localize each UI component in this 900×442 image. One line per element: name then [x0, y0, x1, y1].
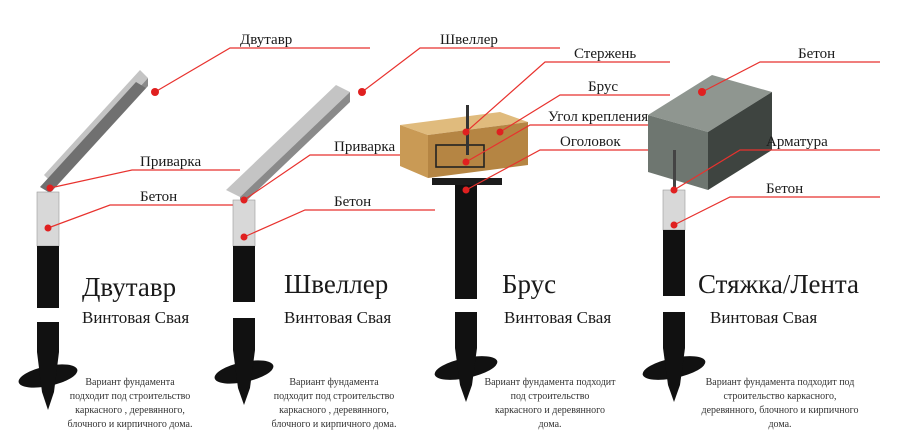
- dot-concrete-4: [670, 221, 678, 229]
- label-angle: Угол крепления: [548, 109, 648, 125]
- dot-concrete-2: [240, 233, 248, 241]
- label-weld-1: Приварка: [140, 154, 201, 170]
- label-rebar: Арматура: [766, 134, 828, 150]
- label-concrete-2: Бетон: [334, 194, 371, 210]
- leader-cap: [465, 149, 670, 191]
- rebar: [673, 150, 676, 200]
- pile-tip-4: [663, 348, 685, 402]
- channel-side: [240, 92, 350, 207]
- concrete-fill-1: [36, 191, 60, 247]
- pile-shaft-1: [37, 246, 59, 308]
- subtitle-2: Винтовая Свая: [284, 308, 391, 327]
- leader-block-concrete: [701, 61, 880, 93]
- desc-4-line-1: Вариант фундамента подходит под: [706, 377, 855, 388]
- pile-screw-shaft-1: [37, 322, 59, 352]
- column-timber: Стержень Брус Угол крепления Оголовок Бр…: [400, 46, 670, 430]
- dot-weld-1: [46, 184, 54, 192]
- leader-concrete-2: [243, 209, 435, 238]
- pile-shaft-2: [233, 246, 255, 302]
- label-block-concrete: Бетон: [798, 46, 835, 62]
- desc-1-line-1: Вариант фундамента: [85, 377, 175, 388]
- desc-2-line-1: Вариант фундамента: [289, 377, 379, 388]
- desc-1-line-3: каркасного , деревянного,: [75, 405, 185, 416]
- leader-angle: [465, 124, 670, 163]
- timber-side: [428, 122, 528, 178]
- desc-2-line-4: блочного и кирпичного дома.: [272, 419, 397, 430]
- concrete-block-front: [648, 115, 708, 190]
- dot-timber: [496, 128, 504, 136]
- pile-shaft-4: [663, 230, 685, 296]
- dot-i-beam: [151, 88, 159, 96]
- subtitle-4: Винтовая Свая: [710, 308, 817, 327]
- dot-rod: [462, 128, 470, 136]
- desc-4-line-3: деревянного, блочного и кирпичного: [701, 405, 858, 416]
- timber-end: [400, 125, 428, 178]
- label-concrete-1: Бетон: [140, 189, 177, 205]
- desc-3-line-4: дома.: [538, 419, 561, 430]
- i-beam-bottom-flange: [40, 82, 146, 193]
- dot-weld-2: [240, 196, 248, 204]
- dot-angle: [462, 158, 470, 166]
- label-cap: Оголовок: [560, 134, 621, 150]
- label-channel: Швеллер: [440, 32, 498, 48]
- subtitle-3: Винтовая Свая: [504, 308, 611, 327]
- concrete-block-top: [648, 75, 772, 132]
- leader-timber: [499, 94, 670, 133]
- pile-screw-shaft-3: [455, 312, 477, 348]
- desc-1-line-2: подходит под строительство: [70, 391, 191, 402]
- subtitle-1: Винтовая Свая: [82, 308, 189, 327]
- pile-screw-shaft-2: [233, 318, 255, 350]
- leader-rod: [465, 61, 670, 133]
- pile-tip-3: [455, 348, 477, 402]
- dot-cap: [462, 186, 470, 194]
- dot-block-concrete: [698, 88, 706, 96]
- title-timber: Брус: [502, 269, 556, 299]
- desc-3-line-2: под строительство: [511, 391, 590, 402]
- leader-i-beam: [154, 47, 370, 93]
- dot-concrete-1: [44, 224, 52, 232]
- leader-channel: [361, 47, 560, 93]
- pile-tip-1: [37, 352, 59, 410]
- dot-rebar: [670, 186, 678, 194]
- pile-tip-2: [233, 350, 255, 405]
- desc-4-line-2: строительство каркасного,: [723, 391, 836, 402]
- pile-screw-shaft-4: [663, 312, 685, 348]
- desc-2-line-2: подходит под строительство: [274, 391, 395, 402]
- column-i-beam: Двутавр Приварка Бетон Двутавр Винтовая …: [18, 32, 370, 430]
- desc-3-line-3: каркасного и деревянного: [495, 405, 605, 416]
- pile-shaft-3: [455, 185, 477, 299]
- desc-3-line-1: Вариант фундамента подходит: [484, 377, 616, 388]
- label-concrete-4: Бетон: [766, 181, 803, 197]
- desc-1-line-4: блочного и кирпичного дома.: [68, 419, 193, 430]
- label-weld-2: Приварка: [334, 139, 395, 155]
- leader-concrete-1: [47, 204, 240, 229]
- column-channel: Швеллер Приварка Бетон Швеллер Винтовая …: [214, 32, 560, 430]
- timber-top: [400, 112, 528, 135]
- label-i-beam: Двутавр: [240, 32, 292, 48]
- mounting-bracket: [435, 144, 485, 168]
- column-screed: Бетон Арматура Бетон Стяжка/Лента Винтов…: [642, 46, 880, 430]
- channel-top: [226, 85, 350, 197]
- title-i-beam: Двутавр: [82, 272, 176, 302]
- title-screed: Стяжка/Лента: [698, 269, 859, 299]
- label-rod: Стержень: [574, 46, 636, 62]
- concrete-block-side: [708, 92, 772, 190]
- title-channel: Швеллер: [284, 269, 388, 299]
- cap-plate: [432, 178, 502, 185]
- leader-weld-2: [243, 154, 435, 201]
- leader-rebar: [673, 149, 880, 191]
- leader-weld-1: [49, 169, 240, 189]
- dot-channel: [358, 88, 366, 96]
- desc-4-line-4: дома.: [768, 419, 791, 430]
- leader-concrete-4: [673, 196, 880, 226]
- desc-2-line-3: каркасного , деревянного,: [279, 405, 389, 416]
- label-timber: Брус: [588, 79, 618, 95]
